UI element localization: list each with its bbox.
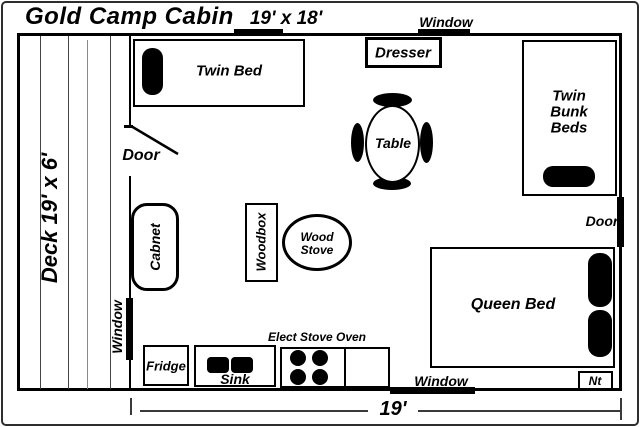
wood-stove-label-line2: Stove bbox=[300, 243, 334, 257]
twin-bed-pillow bbox=[142, 48, 163, 95]
night-table bbox=[578, 371, 613, 390]
page-title: Gold Camp Cabin 19' x 18' bbox=[25, 3, 322, 31]
dresser-label: Dresser bbox=[375, 44, 431, 62]
twin-bunk-beds-label-line2: Bunk bbox=[550, 103, 588, 121]
twin-bunk-beds-label-line1: Twin bbox=[552, 87, 586, 105]
sink-basin bbox=[207, 357, 229, 373]
west-wall-upper bbox=[129, 35, 131, 126]
right-door-marker bbox=[617, 197, 624, 247]
stove-burner bbox=[312, 350, 328, 366]
dimension-tick-right bbox=[620, 398, 622, 420]
stove-burner bbox=[312, 369, 328, 385]
top-window-marker bbox=[234, 29, 283, 36]
night-table-label: Nt bbox=[588, 374, 602, 388]
left-door-label: Door bbox=[122, 147, 160, 164]
sink-basin bbox=[231, 357, 253, 373]
dimension-tick-left bbox=[130, 398, 132, 415]
woodbox bbox=[245, 203, 278, 282]
stove-burner bbox=[290, 350, 306, 366]
table-label: Table bbox=[374, 135, 412, 151]
cabinet bbox=[131, 203, 179, 291]
cabin-size: 19' x 18' bbox=[249, 8, 323, 29]
queen-bed bbox=[430, 247, 615, 368]
dimension-label: 19' bbox=[379, 398, 407, 420]
queen-bed-pillow bbox=[588, 310, 612, 357]
bunk-bed-pillow bbox=[543, 166, 595, 187]
woodbox-label: Woodbox bbox=[253, 212, 269, 272]
bottom-window-label: Window bbox=[414, 373, 468, 389]
sink-label: Sink bbox=[220, 371, 250, 387]
wood-stove bbox=[282, 214, 352, 271]
chair-right bbox=[420, 122, 433, 163]
dresser bbox=[365, 37, 442, 68]
deck-plank bbox=[110, 36, 111, 389]
chair-left bbox=[351, 123, 364, 162]
cabin-name: Gold Camp Cabin bbox=[25, 3, 234, 30]
wood-stove-label-line1: Wood bbox=[300, 230, 334, 244]
queen-bed-pillow bbox=[588, 253, 612, 307]
top-window-label: Window bbox=[419, 14, 473, 30]
chair-top bbox=[373, 93, 412, 107]
fridge bbox=[143, 345, 189, 386]
left-window-marker bbox=[126, 298, 133, 360]
stove-oven-label: Elect Stove Oven bbox=[267, 330, 367, 344]
queen-bed-label: Queen Bed bbox=[470, 296, 556, 313]
table bbox=[365, 105, 420, 183]
cabinet-label: Cabnet bbox=[147, 223, 163, 271]
twin-bed-label: Twin Bed bbox=[195, 62, 263, 80]
stove-burner bbox=[290, 369, 306, 385]
twin-bunk-beds-label-line3: Beds bbox=[550, 119, 588, 137]
left-window-label: Window bbox=[109, 300, 125, 354]
deck-plank bbox=[87, 40, 88, 389]
right-door-label: Door bbox=[585, 213, 619, 229]
door-hinge-tick bbox=[124, 125, 133, 128]
top-window-marker bbox=[418, 29, 470, 36]
fridge-label: Fridge bbox=[146, 358, 186, 374]
stove-oven-divider bbox=[344, 349, 346, 386]
dimension-line-left bbox=[140, 410, 368, 412]
dimension-line-right bbox=[418, 410, 620, 412]
deck-plank bbox=[40, 36, 41, 389]
bottom-window-marker bbox=[390, 387, 475, 394]
west-wall-lower bbox=[129, 176, 131, 389]
deck-plank bbox=[68, 36, 69, 389]
